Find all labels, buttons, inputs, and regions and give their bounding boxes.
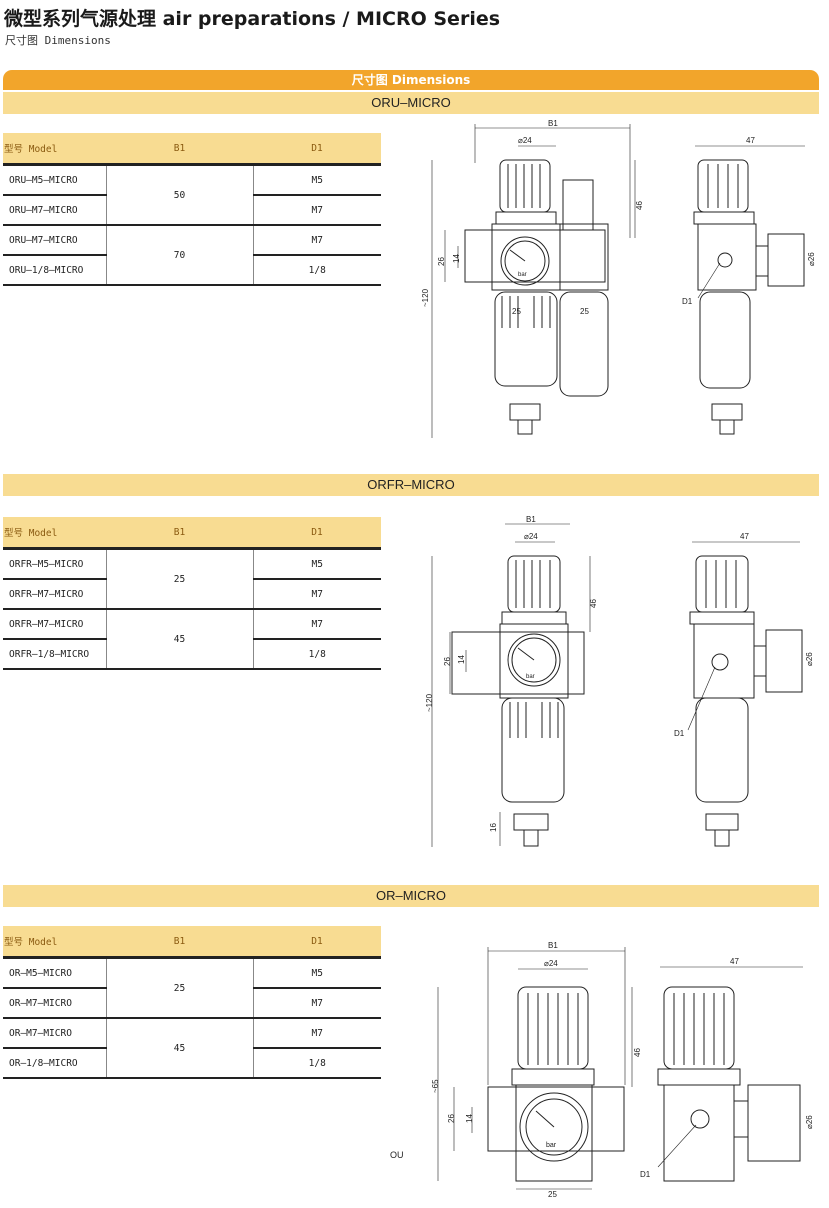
dim-d26-side: ⌀26 — [805, 652, 814, 666]
dim-h46: 46 — [633, 1048, 642, 1057]
dim-h14: 14 — [452, 254, 461, 263]
b1-cell: 25 — [105, 957, 254, 1019]
table-row: ORU–M7–MICRO 70 M7 — [3, 225, 381, 286]
d1-cell: M7 — [253, 579, 381, 610]
d1-cell: M7 — [253, 609, 381, 640]
table-row: ORU–1/8–MICRO 1/8 — [3, 255, 381, 286]
dim-w25: 25 — [548, 1190, 557, 1199]
dim-b1: B1 — [548, 119, 558, 128]
dim-h46: 46 — [635, 201, 644, 210]
dim-d24: ⌀24 — [524, 532, 538, 541]
table-row: OR–M7–MICRO M7 — [3, 988, 381, 1019]
page-subtitle: 尺寸图 Dimensions — [5, 34, 111, 47]
dim-d24: ⌀24 — [544, 959, 558, 968]
col-header-d1: D1 — [253, 133, 381, 166]
section-header-oru: ORU–MICRO — [3, 92, 819, 114]
col-header-model: 型号 Model — [3, 133, 106, 166]
dim-h26: 26 — [437, 257, 446, 266]
model-cell: OR–M7–MICRO — [3, 1018, 106, 1049]
col-header-d1: D1 — [253, 517, 381, 550]
page-title: 微型系列气源处理 air preparations / MICRO Series — [4, 8, 501, 30]
spec-table-orfr: 型号 Model B1 D1 ORFR–M5–MICRO 25 M5 ORFR–… — [3, 517, 381, 670]
footer-mark: OU — [390, 1150, 404, 1160]
section-header-or: OR–MICRO — [3, 885, 819, 907]
table-row: ORFR–M7–MICRO 45 M7 — [3, 609, 381, 670]
col-header-model: 型号 Model — [3, 517, 106, 550]
dim-h14: 14 — [465, 1114, 474, 1123]
oru-dimension-drawing: B1 ⌀24 bar 25 25 ~120 26 14 46 47 ⌀26 D1 — [421, 119, 816, 438]
d1-cell: M7 — [253, 988, 381, 1019]
dim-w47: 47 — [746, 136, 755, 145]
dim-d1-label: D1 — [674, 729, 685, 738]
d1-cell: 1/8 — [253, 255, 381, 286]
gauge-label: bar — [518, 272, 527, 278]
model-cell: OR–1/8–MICRO — [3, 1048, 106, 1079]
col-header-d1: D1 — [253, 926, 381, 959]
model-cell: ORFR–1/8–MICRO — [3, 639, 106, 670]
d1-cell: M7 — [253, 1018, 381, 1049]
b1-cell: 45 — [105, 609, 254, 670]
dim-d26-side: ⌀26 — [805, 1115, 814, 1129]
table-row: ORU–M7–MICRO M7 — [3, 195, 381, 226]
dim-h26: 26 — [443, 657, 452, 666]
d1-cell: 1/8 — [253, 1048, 381, 1079]
dim-h65: ~65 — [431, 1079, 440, 1093]
d1-cell: 1/8 — [253, 639, 381, 670]
col-header-b1: B1 — [106, 926, 253, 959]
model-cell: OR–M5–MICRO — [3, 957, 106, 989]
table-row: ORFR–M5–MICRO 25 M5 — [3, 548, 381, 610]
dim-h14: 14 — [457, 655, 466, 664]
model-cell: ORU–M7–MICRO — [3, 225, 106, 256]
dim-w25a: 25 — [512, 307, 521, 316]
b1-cell: 25 — [105, 548, 254, 610]
dim-d1-label: D1 — [640, 1170, 651, 1179]
d1-cell: M5 — [253, 164, 381, 196]
dim-w47: 47 — [730, 957, 739, 966]
dim-h46: 46 — [589, 599, 598, 608]
orfr-dimension-drawing: B1 ⌀24 bar ~120 26 14 46 16 47 ⌀26 D1 — [425, 515, 814, 847]
col-header-b1: B1 — [106, 133, 253, 166]
table-row: OR–1/8–MICRO 1/8 — [3, 1048, 381, 1079]
b1-cell: 50 — [105, 164, 254, 226]
dimensions-banner: 尺寸图 Dimensions — [3, 70, 819, 90]
dim-h26: 26 — [447, 1114, 456, 1123]
dim-b1: B1 — [548, 941, 558, 950]
gauge-label: bar — [526, 674, 535, 680]
table-row: ORU–M5–MICRO 50 M5 — [3, 164, 381, 226]
model-cell: ORFR–M5–MICRO — [3, 548, 106, 580]
dim-b1: B1 — [526, 515, 536, 524]
dim-d1-label: D1 — [682, 297, 693, 306]
spec-table-oru: 型号 Model B1 D1 ORU–M5–MICRO 50 M5 ORU–M7… — [3, 133, 381, 286]
dim-w25b: 25 — [580, 307, 589, 316]
col-header-model: 型号 Model — [3, 926, 106, 959]
dim-h16: 16 — [489, 823, 498, 832]
d1-cell: M5 — [253, 957, 381, 989]
d1-cell: M7 — [253, 225, 381, 256]
d1-cell: M7 — [253, 195, 381, 226]
col-header-b1: B1 — [106, 517, 253, 550]
model-cell: ORFR–M7–MICRO — [3, 579, 106, 610]
b1-cell: 70 — [105, 225, 254, 286]
model-cell: ORU–M5–MICRO — [3, 164, 106, 196]
table-row: ORFR–1/8–MICRO 1/8 — [3, 639, 381, 670]
dim-d26-side: ⌀26 — [807, 252, 816, 266]
or-dimension-drawing: B1 ⌀24 bar 25 ~65 26 14 46 47 ⌀26 D1 — [431, 941, 814, 1199]
model-cell: ORU–M7–MICRO — [3, 195, 106, 226]
dim-h120: ~120 — [421, 288, 430, 307]
spec-table-or: 型号 Model B1 D1 OR–M5–MICRO 25 M5 OR–M7–M… — [3, 926, 381, 1079]
b1-cell: 45 — [105, 1018, 254, 1079]
table-row: ORFR–M7–MICRO M7 — [3, 579, 381, 610]
gauge-label: bar — [546, 1142, 557, 1149]
dim-w47: 47 — [740, 532, 749, 541]
table-row: OR–M5–MICRO 25 M5 — [3, 957, 381, 1019]
table-row: OR–M7–MICRO 45 M7 — [3, 1018, 381, 1079]
model-cell: ORFR–M7–MICRO — [3, 609, 106, 640]
section-header-orfr: ORFR–MICRO — [3, 474, 819, 496]
dim-d24: ⌀24 — [518, 136, 532, 145]
dim-h120: ~120 — [425, 693, 434, 712]
d1-cell: M5 — [253, 548, 381, 580]
model-cell: OR–M7–MICRO — [3, 988, 106, 1019]
model-cell: ORU–1/8–MICRO — [3, 255, 106, 286]
